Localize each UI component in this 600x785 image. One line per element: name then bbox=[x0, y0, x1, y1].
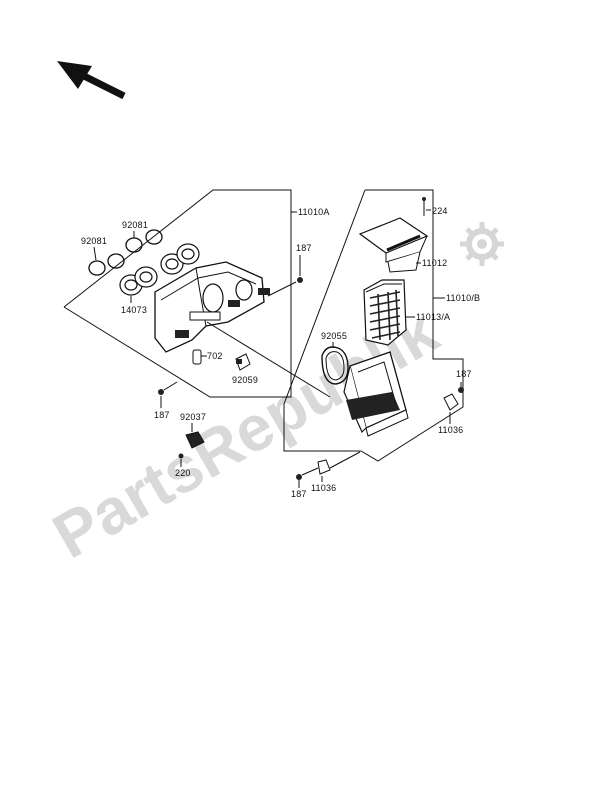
label-187-top: 187 bbox=[296, 243, 312, 253]
screw-224 bbox=[422, 197, 426, 216]
label-92081-top: 92081 bbox=[122, 220, 148, 230]
label-11012: 11012 bbox=[422, 258, 447, 268]
label-702: 702 bbox=[207, 351, 223, 361]
leader-line-center bbox=[206, 321, 331, 398]
carburetor-holders-14073 bbox=[119, 243, 200, 296]
label-187-left: 187 bbox=[154, 410, 170, 420]
seal-ring-92055 bbox=[321, 346, 349, 385]
bolt-187-top bbox=[267, 255, 303, 297]
label-14073: 14073 bbox=[121, 305, 147, 315]
label-92059: 92059 bbox=[232, 375, 258, 385]
filter-cover-11012 bbox=[358, 217, 429, 273]
label-187-bottom: 187 bbox=[291, 489, 307, 499]
o-rings-92081 bbox=[88, 229, 163, 276]
air-box-housing-left bbox=[154, 261, 270, 353]
cap-92059 bbox=[235, 353, 251, 371]
label-92055: 92055 bbox=[321, 331, 347, 341]
bolt-187-left bbox=[158, 381, 178, 395]
gear-icon bbox=[460, 222, 504, 266]
filter-element-11013a bbox=[363, 279, 407, 346]
bracket-11036-right bbox=[443, 382, 464, 411]
label-92037: 92037 bbox=[180, 412, 206, 422]
clip-702 bbox=[192, 349, 207, 365]
label-11036-bottom: 11036 bbox=[311, 483, 336, 493]
air-box-case-right bbox=[343, 351, 409, 437]
part-labels: 92081 92081 14073 11010A 187 702 92059 1… bbox=[81, 206, 480, 499]
label-11036-right: 11036 bbox=[438, 425, 463, 435]
clamp-92037 bbox=[178, 431, 205, 459]
label-11010a: 11010A bbox=[298, 207, 330, 217]
label-11013a: 11013/A bbox=[416, 312, 450, 322]
label-11010b: 11010/B bbox=[446, 293, 480, 303]
group-11010b-outline bbox=[283, 189, 464, 462]
bracket-11036-bottom bbox=[296, 451, 361, 480]
label-92081-left: 92081 bbox=[81, 236, 107, 246]
label-220: 220 bbox=[175, 468, 191, 478]
group-11010a-outline bbox=[63, 189, 297, 398]
label-187-right: 187 bbox=[456, 369, 472, 379]
label-224: 224 bbox=[432, 206, 448, 216]
front-direction-arrow-icon bbox=[57, 61, 126, 100]
